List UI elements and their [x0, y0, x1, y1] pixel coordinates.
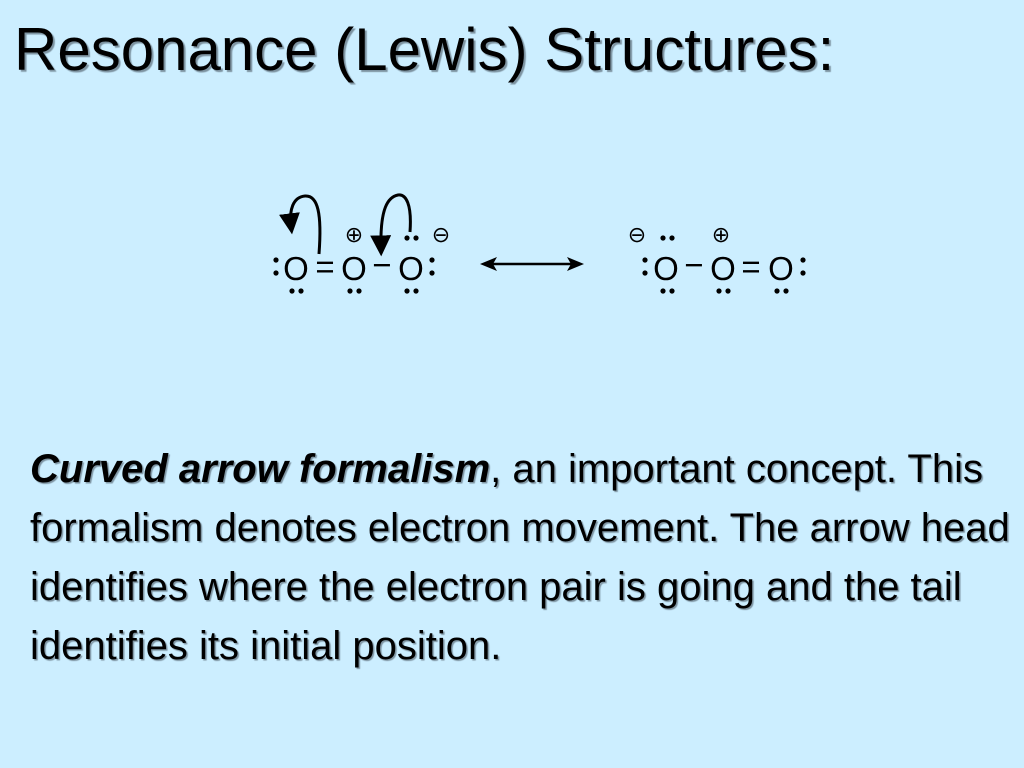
negative-charge: ⊖: [628, 222, 646, 247]
lone-pair-dot: [429, 270, 435, 276]
lone-pair-dot: [404, 235, 410, 241]
lone-pair-dot: [642, 257, 648, 263]
lone-pair-dot: [404, 288, 410, 294]
lone-pair-dot: [273, 270, 279, 276]
lone-pair-dot: [716, 288, 722, 294]
slide-title: Resonance (Lewis) Structures:: [14, 16, 835, 83]
double-bond: =: [741, 248, 760, 285]
lone-pair-dot: [669, 235, 675, 241]
negative-charge: ⊖: [432, 222, 450, 247]
lone-pair-dot: [347, 288, 353, 294]
key-term: Curved arrow formalism: [30, 447, 491, 491]
single-bond: −: [684, 246, 703, 283]
oxygen-atom: O: [283, 250, 309, 287]
structure-right: ⊖ O − O ⊕ = O: [628, 222, 806, 294]
curved-arrow-icon: [370, 193, 412, 257]
lone-pair-dot: [413, 235, 419, 241]
single-bond: −: [372, 246, 391, 283]
lone-pair-dot: [660, 288, 666, 294]
lone-pair-dot: [800, 257, 806, 263]
oxygen-atom: O: [768, 250, 794, 287]
resonance-arrow-icon: [480, 257, 584, 271]
lone-pair-dot: [298, 288, 304, 294]
explanation-paragraph: Curved arrow formalism, an important con…: [30, 440, 1020, 676]
oxygen-atom: O: [341, 250, 367, 287]
oxygen-atom: O: [710, 250, 736, 287]
lone-pair-dot: [289, 288, 295, 294]
lone-pair-dot: [642, 270, 648, 276]
lone-pair-dot: [669, 288, 675, 294]
lone-pair-dot: [413, 288, 419, 294]
explanation-text: , an important concept. This formalism d…: [30, 447, 1010, 668]
structure-left: O = O ⊕ − O ⊖: [273, 193, 450, 294]
lone-pair-dot: [356, 288, 362, 294]
positive-charge: ⊕: [712, 222, 730, 247]
lone-pair-dot: [774, 288, 780, 294]
lone-pair-dot: [273, 257, 279, 263]
lone-pair-dot: [783, 288, 789, 294]
lone-pair-dot: [725, 288, 731, 294]
curved-arrow-icon: [279, 194, 322, 255]
positive-charge: ⊕: [345, 222, 363, 247]
lone-pair-dot: [800, 270, 806, 276]
lone-pair-dot: [429, 257, 435, 263]
lone-pair-dot: [660, 235, 666, 241]
oxygen-atom: O: [653, 250, 679, 287]
resonance-diagram: O = O ⊕ − O ⊖ ⊖ O − O ⊕: [273, 193, 806, 294]
double-bond: =: [315, 248, 334, 285]
oxygen-atom: O: [398, 250, 424, 287]
